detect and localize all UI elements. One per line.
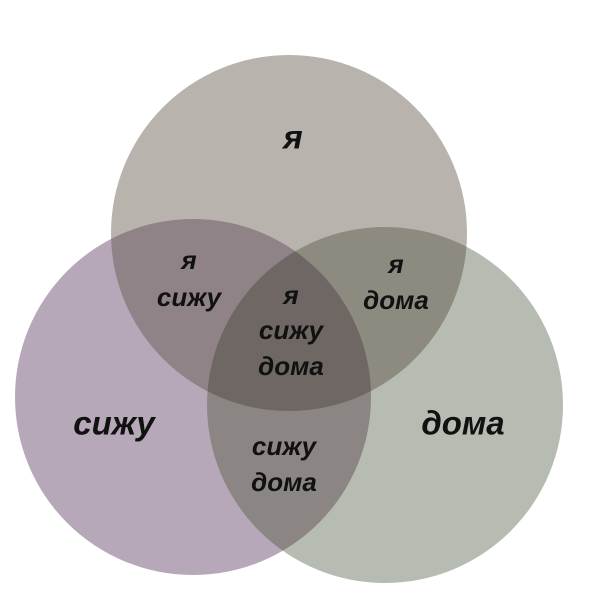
overlap-all [207, 227, 371, 411]
label-ya-sizhu-line2: сижу [156, 282, 222, 312]
label-all-line3: дома [258, 351, 324, 381]
label-doma: дома [421, 404, 505, 442]
label-ya-sizhu-line1: я [181, 245, 197, 275]
label-all-line2: сижу [258, 315, 324, 345]
label-sizhu: сижу [73, 404, 155, 442]
label-ya-doma-line2: дома [363, 285, 429, 315]
label-ya-doma-line1: я [388, 249, 404, 279]
label-sizhu-doma-line1: сижу [251, 431, 317, 461]
label-all-line1: я [283, 280, 299, 310]
label-sizhu-doma-line2: дома [251, 467, 317, 497]
label-ya: я [283, 118, 303, 156]
